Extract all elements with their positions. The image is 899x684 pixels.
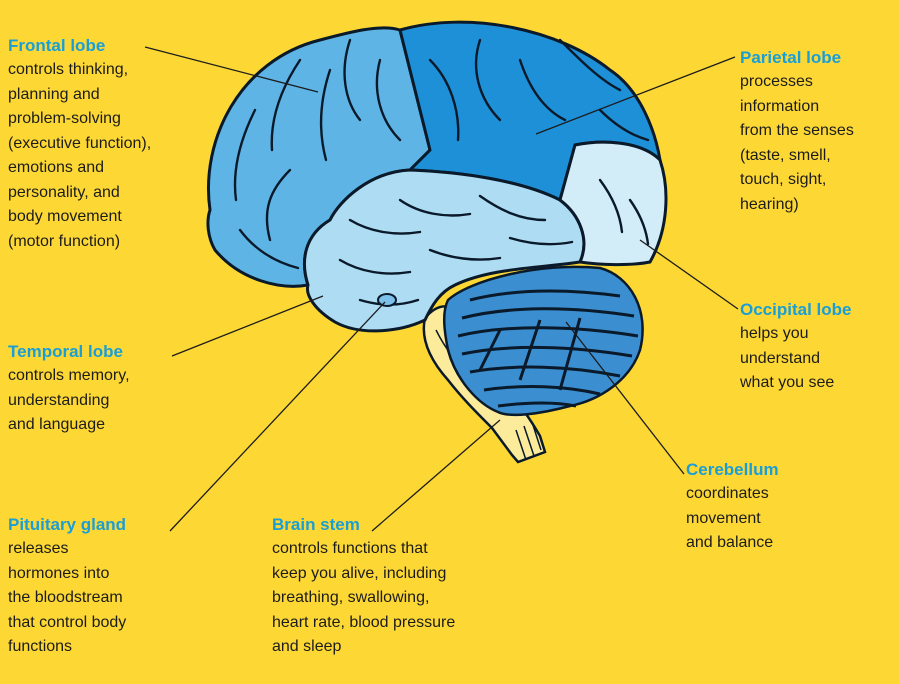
label-title: Occipital lobe (740, 298, 851, 322)
label-temporal-lobe: Temporal lobe controls memory, understan… (8, 340, 130, 438)
label-title: Pituitary gland (8, 513, 126, 537)
label-occipital-lobe: Occipital lobe helps you understand what… (740, 298, 851, 396)
label-line: that control body (8, 611, 126, 636)
label-line: hearing) (740, 193, 854, 218)
label-line: heart rate, blood pressure (272, 611, 455, 636)
label-line: coordinates (686, 482, 779, 507)
label-line: (taste, smell, (740, 144, 854, 169)
label-line: information (740, 95, 854, 120)
pituitary-gland-shape (378, 294, 396, 306)
label-title: Temporal lobe (8, 340, 130, 364)
label-pituitary-gland: Pituitary gland releases hormones into t… (8, 513, 126, 660)
label-title: Parietal lobe (740, 46, 854, 70)
label-line: releases (8, 537, 126, 562)
label-line: and language (8, 413, 130, 438)
label-line: functions (8, 635, 126, 660)
label-brain-stem: Brain stem controls functions that keep … (272, 513, 455, 660)
label-line: controls thinking, (8, 58, 151, 83)
label-line: controls functions that (272, 537, 455, 562)
label-line: (executive function), (8, 132, 151, 157)
label-title: Frontal lobe (8, 34, 151, 58)
label-line: hormones into (8, 562, 126, 587)
label-line: breathing, swallowing, (272, 586, 455, 611)
label-line: touch, sight, (740, 168, 854, 193)
label-line: emotions and (8, 156, 151, 181)
label-title: Brain stem (272, 513, 455, 537)
label-line: the bloodstream (8, 586, 126, 611)
label-line: from the senses (740, 119, 854, 144)
label-title: Cerebellum (686, 458, 779, 482)
label-line: body movement (8, 205, 151, 230)
label-line: problem-solving (8, 107, 151, 132)
leader-line-temporal (172, 296, 323, 356)
label-line: and balance (686, 531, 779, 556)
label-line: (motor function) (8, 230, 151, 255)
label-cerebellum: Cerebellum coordinates movement and bala… (686, 458, 779, 556)
leader-line-occipital (640, 240, 738, 309)
label-line: what you see (740, 371, 851, 396)
leader-line-pituitary (170, 302, 385, 531)
label-line: keep you alive, including (272, 562, 455, 587)
label-line: personality, and (8, 181, 151, 206)
label-parietal-lobe: Parietal lobe processes information from… (740, 46, 854, 217)
label-line: helps you (740, 322, 851, 347)
label-line: movement (686, 507, 779, 532)
label-frontal-lobe: Frontal lobe controls thinking, planning… (8, 34, 151, 254)
label-line: planning and (8, 83, 151, 108)
label-line: controls memory, (8, 364, 130, 389)
cerebellum-shape (444, 267, 642, 415)
label-line: understand (740, 347, 851, 372)
label-line: understanding (8, 389, 130, 414)
label-line: and sleep (272, 635, 455, 660)
label-line: processes (740, 70, 854, 95)
